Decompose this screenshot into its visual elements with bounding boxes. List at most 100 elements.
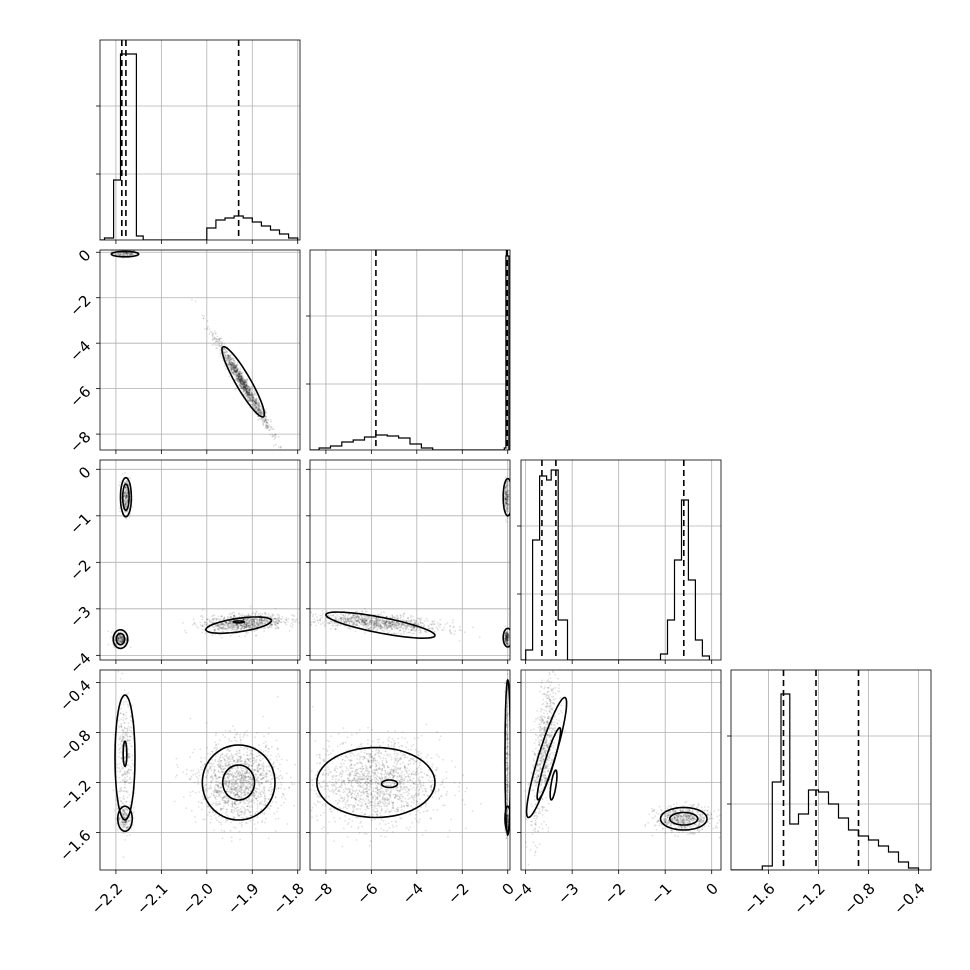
- sample-point: [252, 394, 255, 397]
- sample-point: [120, 253, 123, 256]
- contour-line: [110, 250, 140, 258]
- sample-point: [118, 635, 121, 638]
- sample-point: [228, 361, 231, 364]
- sample-point: [216, 625, 219, 627]
- sample-point: [130, 253, 132, 256]
- sample-point: [215, 801, 218, 803]
- sample-point: [245, 388, 248, 391]
- sample-point: [113, 809, 116, 812]
- sample-point: [274, 830, 277, 832]
- sample-point: [239, 736, 242, 739]
- sample-point: [252, 403, 255, 406]
- sample-point: [232, 623, 234, 625]
- sample-point: [125, 502, 128, 504]
- sample-point: [246, 390, 249, 393]
- sample-point: [245, 391, 248, 394]
- sample-point: [226, 354, 229, 357]
- sample-point: [248, 620, 251, 623]
- sample-point: [258, 622, 261, 625]
- sample-point: [235, 375, 238, 378]
- sample-point: [254, 401, 257, 404]
- sample-point: [241, 384, 243, 387]
- sample-point: [352, 621, 354, 624]
- sample-point: [260, 618, 263, 621]
- sample-point: [236, 378, 239, 380]
- sample-point: [410, 621, 413, 623]
- sample-point: [235, 378, 237, 380]
- sample-point: [358, 616, 360, 618]
- sample-point: [505, 520, 508, 523]
- sample-point: [257, 405, 260, 408]
- sample-point: [263, 420, 266, 423]
- sample-point: [375, 621, 377, 623]
- sample-point: [245, 619, 247, 621]
- sample-point: [418, 631, 421, 634]
- sample-point: [239, 372, 242, 374]
- sample-point: [255, 398, 258, 400]
- sample-point: [218, 622, 221, 625]
- sample-point: [249, 618, 252, 621]
- sample-point: [228, 622, 231, 625]
- sample-point: [236, 375, 238, 377]
- sample-point: [192, 623, 194, 626]
- sample-point: [229, 755, 232, 758]
- sample-point: [331, 624, 334, 627]
- sample-point: [251, 396, 254, 399]
- sample-point: [237, 371, 240, 374]
- sample-point: [278, 436, 280, 438]
- sample-point: [363, 621, 366, 623]
- sample-point: [240, 375, 242, 378]
- sample-point: [244, 389, 247, 392]
- sample-point: [215, 618, 218, 620]
- sample-point: [365, 619, 368, 622]
- sample-point: [241, 388, 244, 390]
- sample-point: [370, 621, 373, 624]
- sample-point: [239, 376, 242, 378]
- sample-point: [260, 412, 263, 414]
- sample-point: [239, 379, 242, 381]
- sample-point: [235, 371, 238, 374]
- sample-point: [265, 411, 267, 413]
- sample-point: [257, 404, 259, 406]
- sample-point: [271, 435, 274, 438]
- sample-point: [245, 381, 247, 384]
- sample-point: [243, 381, 246, 384]
- sample-point: [361, 620, 363, 622]
- sample-point: [402, 623, 405, 625]
- sample-point: [449, 631, 452, 633]
- sample-point: [243, 618, 245, 621]
- sample-point: [265, 619, 267, 622]
- sample-point: [264, 418, 266, 421]
- sample-point: [322, 612, 325, 615]
- sample-point: [245, 381, 247, 384]
- sample-point: [261, 613, 264, 615]
- sample-point: [413, 626, 416, 628]
- sample-point: [249, 398, 252, 401]
- sample-point: [249, 397, 252, 400]
- sample-point: [272, 614, 275, 616]
- sample-point: [258, 418, 261, 420]
- sample-point: [246, 388, 249, 390]
- sample-point: [389, 621, 392, 624]
- sample-point: [253, 406, 256, 409]
- sample-point: [334, 628, 337, 630]
- sample-point: [223, 348, 226, 350]
- sample-point: [261, 421, 264, 423]
- sample-point: [237, 371, 240, 373]
- sample-point: [400, 632, 403, 635]
- sample-point: [337, 619, 339, 622]
- sample-point: [246, 387, 249, 390]
- sample-point: [213, 343, 215, 346]
- sample-point: [231, 362, 233, 365]
- sample-point: [219, 626, 222, 629]
- sample-point: [122, 638, 125, 641]
- sample-point: [442, 629, 445, 631]
- sample-point: [449, 625, 451, 627]
- sample-point: [234, 366, 236, 369]
- sample-point: [248, 392, 251, 395]
- sample-point: [354, 630, 357, 633]
- sample-point: [275, 627, 277, 630]
- sample-point: [229, 363, 232, 365]
- sample-point: [123, 472, 126, 474]
- sample-point: [223, 351, 226, 354]
